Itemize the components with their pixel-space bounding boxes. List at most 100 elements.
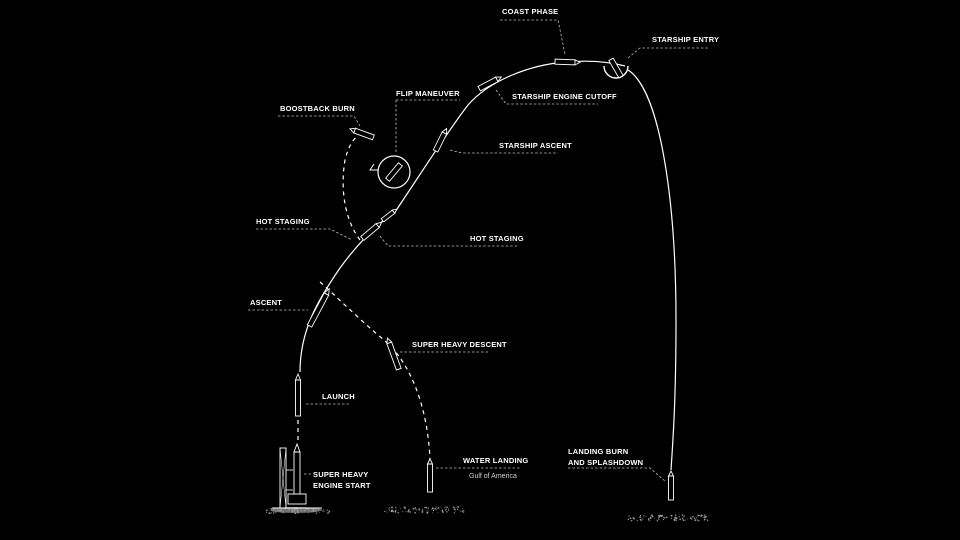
surface-dot <box>277 509 279 512</box>
surface-dot <box>415 509 417 511</box>
surface-dot <box>394 510 396 512</box>
label-starship-entry: STARSHIP ENTRY <box>652 35 719 44</box>
surface-dot <box>657 517 660 519</box>
surface-dot <box>461 510 464 512</box>
surface-dot <box>275 511 277 513</box>
surface-dot <box>418 509 420 511</box>
surface-dot <box>703 516 706 518</box>
surface-dot <box>293 509 295 512</box>
leader-starship-ascent <box>449 149 558 154</box>
surface-dot <box>305 508 307 510</box>
surface-dot <box>674 517 676 519</box>
surface-dot <box>651 515 654 518</box>
surface-dot <box>297 512 299 514</box>
rocket-boostback <box>348 127 375 141</box>
surface-dot <box>307 508 309 510</box>
surface-dot <box>303 509 306 512</box>
surface-dot <box>627 518 629 520</box>
surface-dot <box>323 510 325 512</box>
surface-dot <box>633 518 635 520</box>
label-flip-maneuver: FLIP MANEUVER <box>396 89 460 98</box>
surface-dot <box>704 514 706 516</box>
leader-engine-cutoff <box>495 89 598 105</box>
surface-dot <box>648 518 650 520</box>
surface-dot <box>404 507 406 509</box>
surface-dot <box>388 509 390 511</box>
surface-dot <box>673 518 676 521</box>
surface-dot <box>388 508 390 510</box>
surface-dot <box>698 520 700 522</box>
surface-dot <box>279 509 282 511</box>
surface-dot <box>457 506 459 508</box>
surface-dot <box>705 515 707 518</box>
surface-dot <box>436 506 438 508</box>
surface-dot <box>639 514 642 517</box>
surface-dot <box>661 514 664 517</box>
surface-dot <box>628 515 630 517</box>
leader-boostback <box>278 115 361 127</box>
surface-dot <box>662 516 665 518</box>
surface-dot <box>421 509 424 511</box>
label-super-heavy-descent: SUPER HEAVY DESCENT <box>412 340 507 349</box>
surface-dot <box>447 508 449 510</box>
surface-dot <box>697 514 699 517</box>
surface-dot <box>670 514 673 517</box>
surface-dot <box>392 510 394 512</box>
surface-dot <box>268 512 271 515</box>
surface-dot <box>291 510 294 512</box>
surface-dot <box>308 509 310 511</box>
surface-dot <box>444 507 446 509</box>
ascent-trajectory <box>299 219 385 373</box>
surface-dot <box>702 517 704 518</box>
surface-dot <box>314 509 317 511</box>
surface-dot <box>689 517 692 519</box>
label-hot-staging-left: HOT STAGING <box>256 217 310 226</box>
rocket-starship-entry <box>603 57 629 79</box>
surface-dot <box>327 512 329 514</box>
surface-dot <box>437 507 440 509</box>
surface-dot <box>395 506 397 509</box>
surface-dot <box>296 509 299 512</box>
surface-dot <box>658 518 660 521</box>
surface-dot <box>706 519 709 522</box>
rocket-splashdown <box>667 469 675 501</box>
surface-dot <box>640 519 643 521</box>
leader-hot-staging-left <box>256 228 353 241</box>
splashdown-surface <box>627 514 709 522</box>
label-ascent: ASCENT <box>250 298 282 307</box>
surface-dot <box>682 518 684 520</box>
surface-dot <box>296 508 298 510</box>
rocket-hot-staging <box>360 221 383 241</box>
rocket-super-heavy-descent <box>386 337 402 371</box>
surface-dot <box>415 509 417 511</box>
surface-dot <box>392 511 395 513</box>
label-water-landing-location: Gulf of America <box>469 473 517 480</box>
surface-dot <box>639 516 641 518</box>
surface-dot <box>650 516 652 518</box>
label-starship-ascent: STARSHIP ASCENT <box>499 141 572 150</box>
surface-dot <box>280 511 282 513</box>
surface-dot <box>645 515 647 517</box>
surface-dot <box>446 511 448 513</box>
surface-dot <box>455 510 456 512</box>
leader-coast-phase <box>500 19 566 55</box>
water-landing-surface <box>384 506 465 514</box>
surface-dot <box>439 506 441 508</box>
surface-dot <box>436 508 438 510</box>
surface-dot <box>687 518 689 520</box>
surface-dot <box>313 511 315 513</box>
surface-dot <box>678 516 680 518</box>
surface-dot <box>703 518 706 521</box>
surface-dot <box>394 511 396 513</box>
surface-dot <box>415 507 416 509</box>
surface-dot <box>395 509 397 511</box>
surface-dot <box>448 509 450 511</box>
surface-dot <box>390 506 392 508</box>
rocket-starship-engine-cutoff <box>477 76 503 92</box>
surface-dot <box>301 510 303 512</box>
leader-hot-staging-right <box>379 235 518 247</box>
surface-dot <box>649 520 651 522</box>
surface-dot <box>639 518 642 521</box>
